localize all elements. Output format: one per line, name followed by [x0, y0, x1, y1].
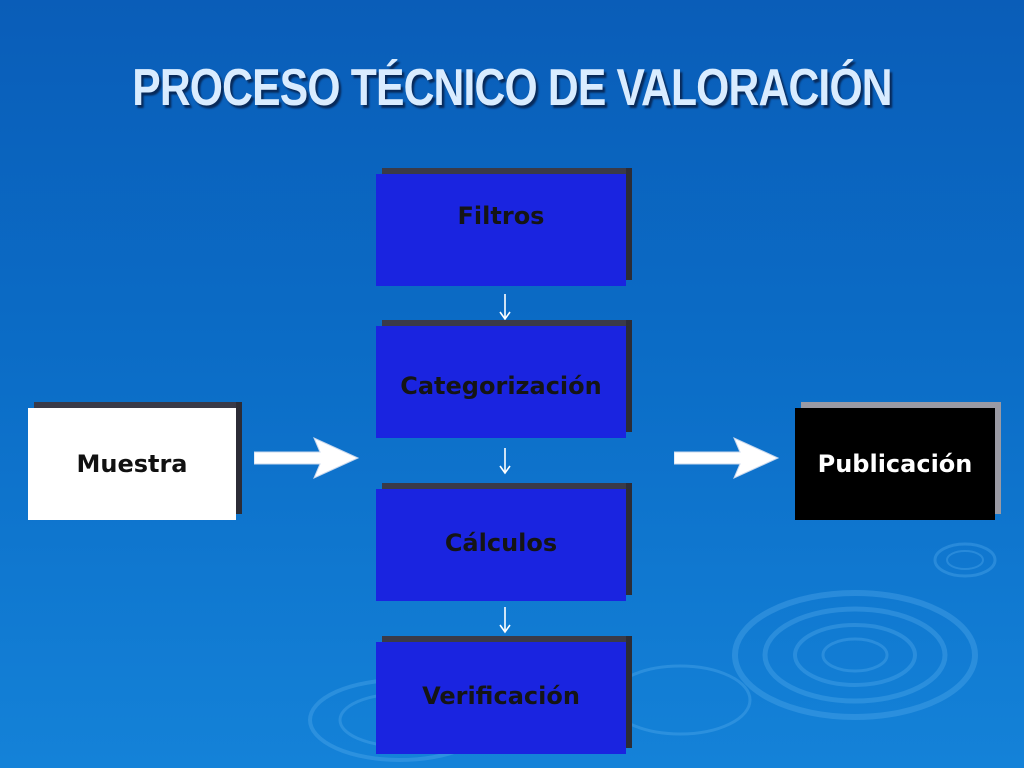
categorizacion-label: Categorización: [400, 372, 602, 400]
verificacion-label: Verificación: [422, 682, 580, 710]
verificacion-box: Verificación: [376, 642, 626, 754]
publicacion-box: Publicación: [795, 408, 995, 520]
publicacion-label: Publicación: [817, 450, 973, 478]
down-arrow-icon: [499, 448, 511, 475]
filtros-label: Filtros: [457, 202, 545, 230]
calculos-label: Cálculos: [444, 529, 558, 557]
right-arrow-icon: [674, 437, 780, 479]
page-title: PROCESO TÉCNICO DE VALORACIÓN: [132, 59, 892, 117]
down-arrow-icon: [499, 294, 511, 321]
categorizacion-box: Categorización: [376, 326, 626, 438]
muestra-label: Muestra: [76, 450, 188, 478]
right-arrow-icon: [254, 437, 360, 479]
calculos-box: Cálculos: [376, 489, 626, 601]
filtros-box: Filtros: [376, 174, 626, 286]
muestra-box: Muestra: [28, 408, 236, 520]
down-arrow-icon: [499, 607, 511, 634]
